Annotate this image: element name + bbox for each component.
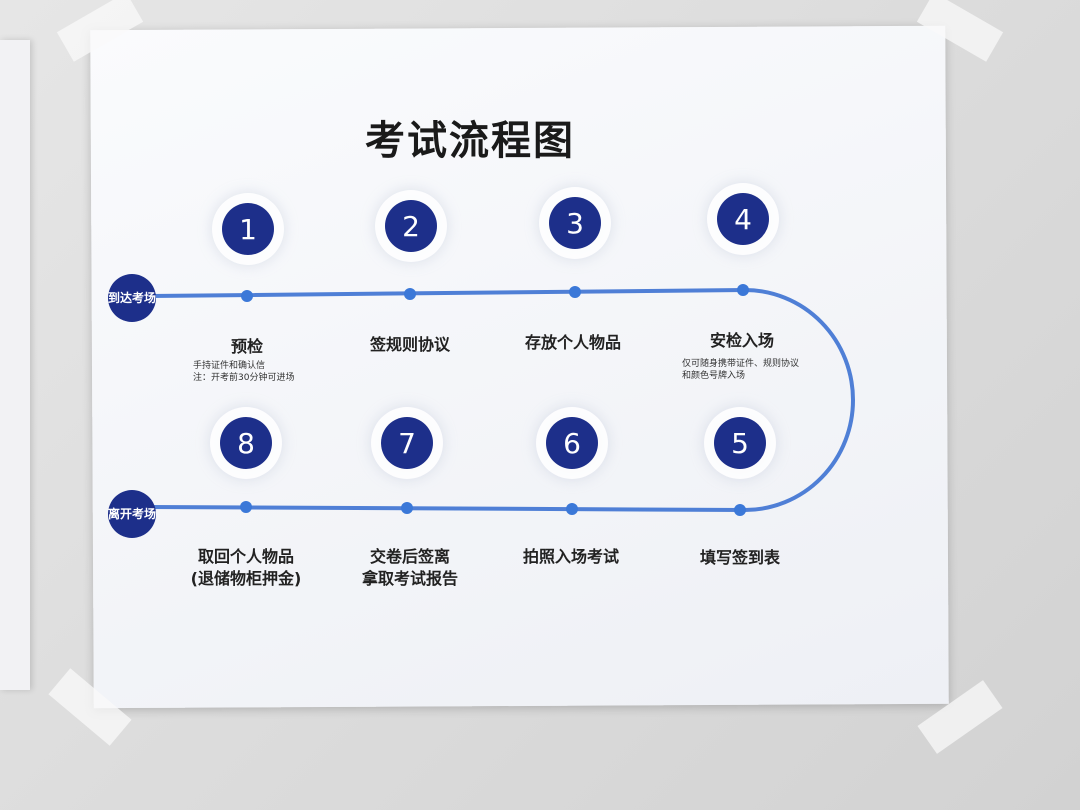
track-dot <box>569 286 581 298</box>
track-dot <box>734 504 746 516</box>
step-number: 8 <box>220 417 272 469</box>
step-label: 签规则协议 <box>369 335 450 354</box>
step-label: 存放个人物品 <box>524 333 621 352</box>
step-note: 仅可随身携带证件、规则协议和颜色号牌入场 <box>682 359 800 381</box>
step-number: 6 <box>546 417 598 469</box>
step-label: 拍照入场考试 <box>522 547 619 566</box>
step-number: 2 <box>385 200 437 252</box>
step-number: 5 <box>714 417 766 469</box>
track-dot <box>737 284 749 296</box>
step-label: 填写签到表 <box>699 548 780 567</box>
track-dot <box>404 288 416 300</box>
track-line <box>149 287 855 513</box>
end-node: 离开考场 <box>108 490 156 538</box>
track-dot <box>241 290 253 302</box>
start-node: 到达考场 <box>108 274 156 322</box>
step-number: 1 <box>222 203 274 255</box>
step-label: 交卷后签离 拿取考试报告 <box>361 547 458 588</box>
track-dot <box>401 502 413 514</box>
track-dot <box>240 501 252 513</box>
step-number: 3 <box>549 197 601 249</box>
step-label: 安检入场 <box>709 331 774 350</box>
step-label: 取回个人物品 (退储物柜押金) <box>190 547 302 588</box>
step-number: 4 <box>717 193 769 245</box>
step-note: 手持证件和确认信 注：开考前30分钟可进场 <box>193 361 295 383</box>
page-title: 考试流程图 <box>365 118 575 164</box>
adjacent-sheet <box>0 40 30 690</box>
track-dot <box>566 503 578 515</box>
step-label: 预检 <box>230 337 263 356</box>
step-number: 7 <box>381 417 433 469</box>
